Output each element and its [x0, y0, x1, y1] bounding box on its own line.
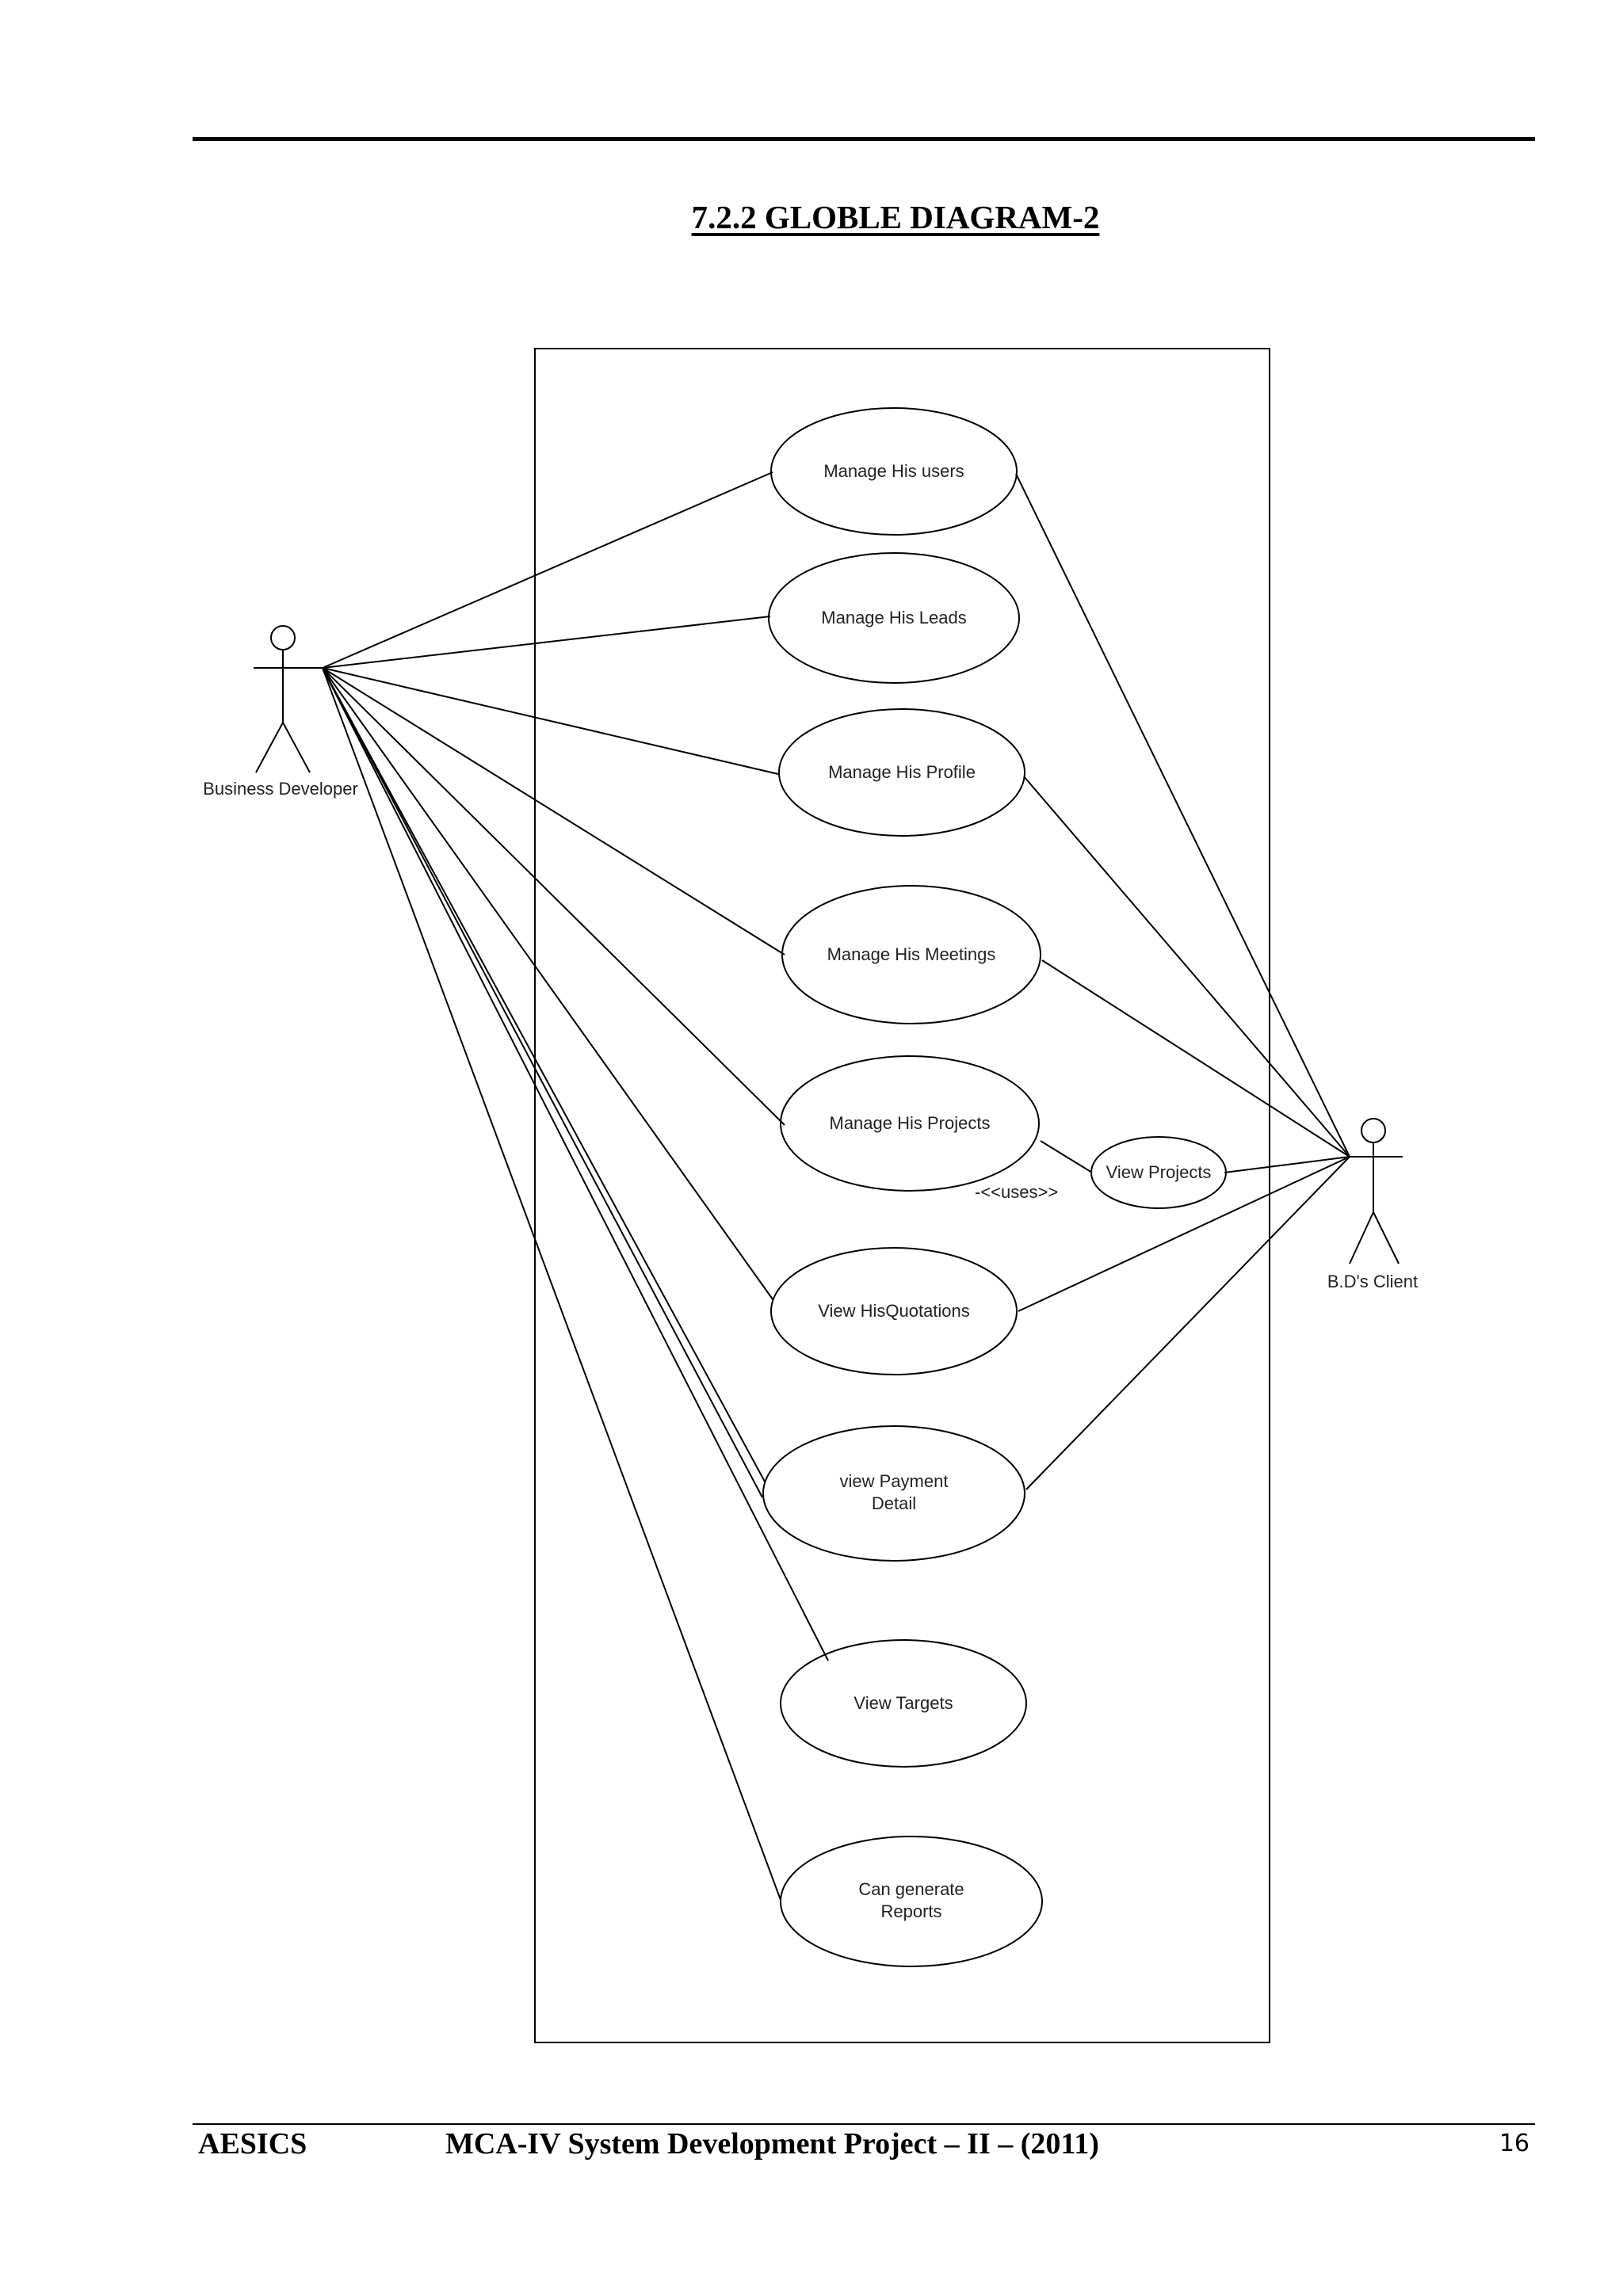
use-case-label: View Targets: [854, 1693, 953, 1713]
client-label: B.D's Client: [1327, 1272, 1418, 1291]
header-rule: [193, 137, 1535, 141]
use-case-label: Reports: [880, 1901, 941, 1921]
use-case-label: Can generate: [858, 1879, 964, 1899]
use-case-view-quotations: [770, 1247, 1018, 1375]
use-case-view-payment: [762, 1425, 1025, 1562]
use-case-label: view Payment: [840, 1471, 949, 1491]
uses-relationship-line: [1040, 1140, 1093, 1173]
use-case-label: View HisQuotations: [818, 1301, 970, 1321]
use-case-label: Detail: [872, 1493, 916, 1513]
use-case-manage-profile: [778, 708, 1025, 837]
use-case-labels: Manage His users Manage His Leads Manage…: [818, 461, 1211, 1921]
uses-stereotype-label: -<<uses>>: [975, 1182, 1058, 1202]
use-case-manage-projects: [780, 1055, 1040, 1192]
use-case-label: View Projects: [1106, 1162, 1212, 1182]
use-case-view-projects: [1090, 1136, 1227, 1209]
footer-project-title: MCA-IV System Development Project – II –…: [445, 2127, 1099, 2161]
use-case-view-targets: [780, 1639, 1027, 1768]
business-developer-actor: [254, 625, 323, 773]
use-case-label: Manage His Projects: [830, 1113, 991, 1133]
business-developer-label: Business Developer: [203, 779, 358, 799]
use-case-manage-users: [770, 407, 1018, 536]
client-actor: [1349, 1118, 1403, 1264]
use-case-label: Manage His Leads: [821, 608, 966, 627]
system-boundary: [534, 348, 1270, 2043]
business-developer-associations: [322, 471, 829, 1901]
diagram-title: 7.2.2 GLOBLE DIAGRAM-2: [691, 199, 1100, 235]
footer-rule: [193, 2123, 1535, 2125]
use-case-label: Manage His Meetings: [827, 944, 996, 964]
use-case-manage-meetings: [781, 885, 1041, 1024]
use-case-label: Manage His users: [823, 461, 964, 481]
use-case-label: Manage His Profile: [828, 762, 976, 782]
page-number: 16: [1499, 2130, 1529, 2157]
use-case-manage-leads: [768, 552, 1020, 684]
client-associations: [1015, 473, 1350, 1490]
footer-institution: AESICS: [198, 2127, 307, 2161]
use-case-generate-reports: [780, 1836, 1043, 1967]
